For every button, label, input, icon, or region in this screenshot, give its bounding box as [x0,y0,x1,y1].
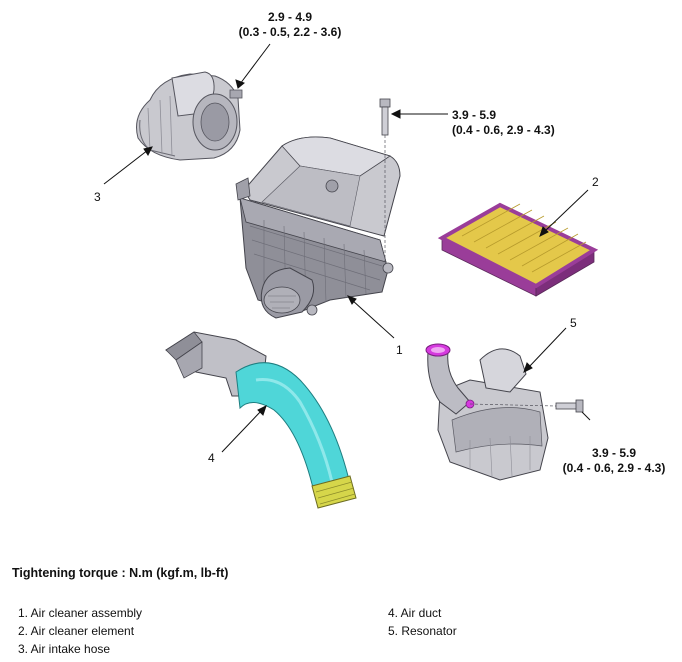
torque-conversion: (0.4 - 0.6, 2.9 - 4.3) [562,461,666,475]
callout-5: 5 [570,316,577,330]
torque-spec-throttle-clamp: 2.9 - 4.9 (0.3 - 0.5, 2.2 - 3.6) [218,10,362,40]
resonator-mounting-bolt [469,399,584,413]
parts-diagram [103,43,599,509]
torque-conversion: (0.3 - 0.5, 2.2 - 3.6) [238,25,342,39]
torque-value: 3.9 - 5.9 [452,108,497,122]
torque-value: 3.9 - 5.9 [591,446,637,460]
legend-item: 5. Resonator [388,624,457,638]
callout-2: 2 [592,175,599,189]
resonator-part [425,343,549,481]
torque-spec-resonator-bolt: 3.9 - 5.9 (0.4 - 0.6, 2.9 - 4.3) [552,446,676,476]
legend-item: 4. Air duct [388,606,442,620]
torque-spec-top-bolt: 3.9 - 5.9 (0.4 - 0.6, 2.9 - 4.3) [452,108,555,138]
top-mounting-bolt [379,98,391,262]
callout-4: 4 [208,451,215,465]
legend-item: 1. Air cleaner assembly [18,606,143,620]
callout-1: 1 [396,343,403,357]
air-intake-hose-part [136,71,243,161]
torque-units-heading: Tightening torque : N.m (kgf.m, lb-ft) [12,566,229,580]
legend-item: 2. Air cleaner element [18,624,135,638]
air-cleaner-element-part [437,202,599,297]
torque-value: 2.9 - 4.9 [267,10,313,24]
torque-conversion: (0.4 - 0.6, 2.9 - 4.3) [452,123,555,137]
air-cleaner-assembly-part [235,136,401,319]
callout-3: 3 [94,190,101,204]
legend-item: 3. Air intake hose [18,642,111,656]
leader-lines [103,43,591,453]
air-duct-part [165,331,357,509]
